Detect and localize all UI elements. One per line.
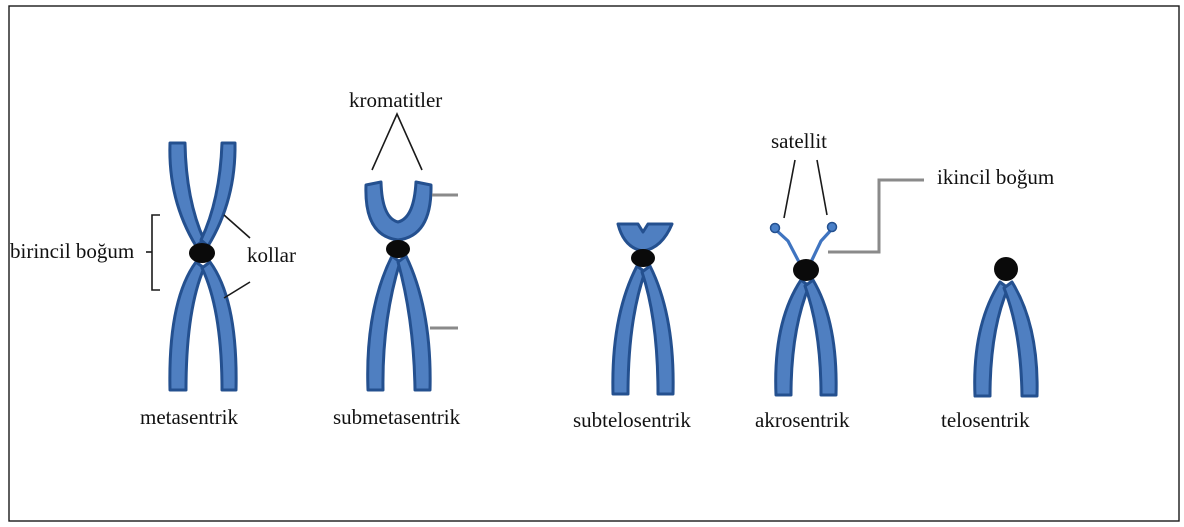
subtelocentric-label: subtelosentrik bbox=[573, 408, 691, 432]
chromatids-label: kromatitler bbox=[349, 88, 442, 112]
metacentric-label: metasentrik bbox=[140, 405, 238, 429]
satellite-label: satellit bbox=[771, 129, 827, 153]
centromere bbox=[189, 243, 215, 263]
centromere bbox=[386, 240, 410, 258]
submetacentric-label: submetasentrik bbox=[333, 405, 461, 429]
arms-label: kollar bbox=[247, 243, 296, 267]
satellite-left bbox=[771, 224, 780, 233]
telocentric-label: telosentrik bbox=[941, 408, 1030, 432]
centromere bbox=[793, 259, 819, 281]
centromere bbox=[631, 249, 655, 267]
centromere bbox=[994, 257, 1018, 281]
satellite-right bbox=[828, 223, 837, 232]
acrocentric-label: akrosentrik bbox=[755, 408, 850, 432]
secondary-constriction-label: ikincil boğum bbox=[937, 165, 1054, 189]
primary-constriction-label: birincil boğum bbox=[10, 239, 134, 263]
